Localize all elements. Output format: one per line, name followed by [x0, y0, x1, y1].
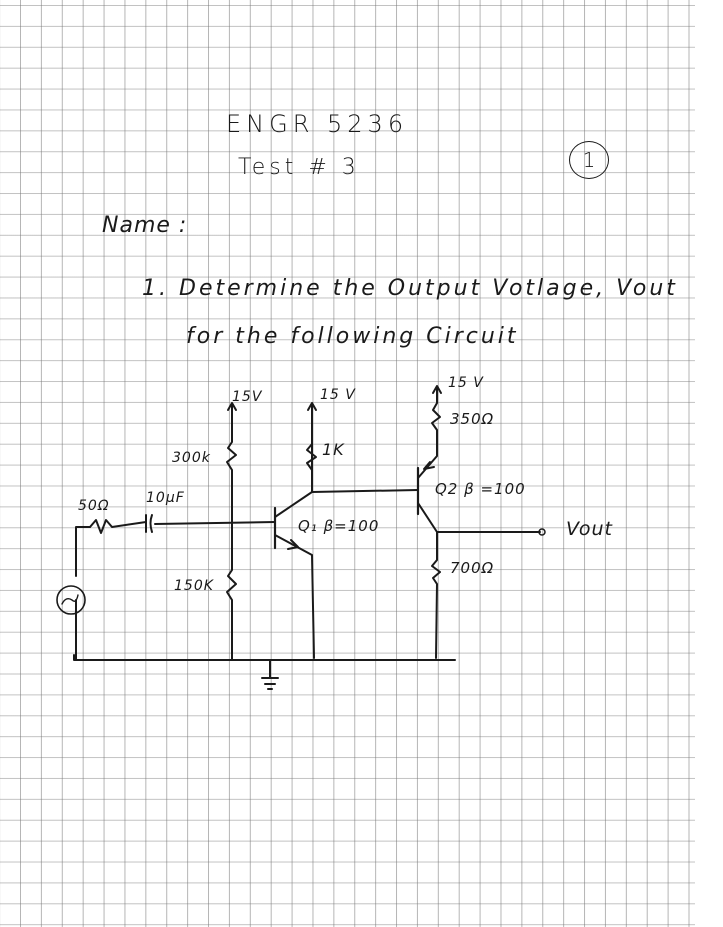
- bias-bottom-resistor-label: 150K: [174, 578, 214, 594]
- supply-arrow-icon: [227, 402, 237, 411]
- q1-emitter-wire: [274, 534, 315, 659]
- supply-arrow-icon: [307, 402, 317, 411]
- load-resistor-label: 700Ω: [450, 559, 495, 577]
- q1-label: Q₁ β=100: [298, 517, 380, 535]
- output-terminal-icon: [538, 528, 546, 536]
- bias-top-resistor-label: 300k: [172, 450, 211, 466]
- capacitor-label: 10μF: [146, 490, 185, 506]
- supply-3-label: 15 V: [448, 375, 484, 391]
- collector-resistor-label: 1K: [322, 440, 345, 459]
- question-text-line-1: Determine the Output Votlage, Vout: [179, 276, 678, 301]
- emitter-arrow-icon: [287, 539, 299, 550]
- bias-divider-wire: [226, 404, 237, 661]
- q1-q2-wire: [311, 489, 419, 493]
- resistor-700-icon: [431, 531, 441, 659]
- pnp-arrow-icon: [423, 461, 435, 470]
- resistor-50-icon: [89, 519, 147, 534]
- supply-2-label: 15 V: [320, 387, 356, 403]
- emitter-resistor-label: 350Ω: [450, 410, 495, 428]
- q1-collector-wire: [274, 404, 313, 518]
- question-number: 1.: [142, 276, 169, 301]
- supply-1-label: 15V: [232, 389, 263, 405]
- source-resistor-label: 50Ω: [78, 498, 110, 514]
- question-1-line-1: 1. Determine the Output Votlage, Vout: [142, 276, 678, 301]
- ac-source-icon: [56, 585, 86, 615]
- course-title: ENGR 5236: [226, 110, 409, 138]
- q2-label: Q2 β =100: [435, 480, 526, 498]
- supply-arrow-icon: [432, 385, 442, 394]
- question-1-line-2: for the following Circuit: [186, 324, 519, 349]
- resistor-1k-icon: [306, 443, 317, 471]
- base-wire: [154, 521, 276, 525]
- page-number-badge: 1: [569, 141, 609, 179]
- q2-emitter-wire: [417, 387, 441, 479]
- test-title: Test # 3: [238, 155, 360, 180]
- ground-icon: [261, 659, 279, 690]
- vout-label: Vout: [566, 518, 614, 540]
- capacitor-icon: [145, 514, 153, 533]
- page-margin: [695, 0, 723, 927]
- name-label: Name :: [102, 213, 188, 238]
- ground-bus-wire: [73, 654, 456, 661]
- source-wire: [75, 526, 91, 661]
- output-wire: [417, 502, 541, 533]
